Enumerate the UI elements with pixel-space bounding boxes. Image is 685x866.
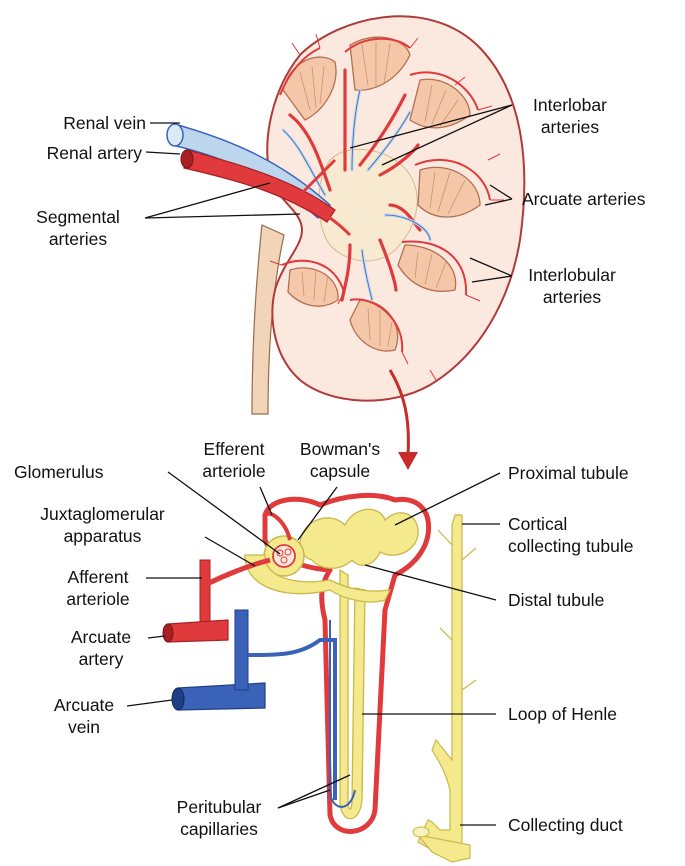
arcuate-artery-end <box>162 623 174 643</box>
glomerulus-loops <box>276 548 292 564</box>
proximal-tubule-shape <box>299 508 419 569</box>
label-bowmans-capsule: Bowman's capsule <box>288 438 392 482</box>
peritubular-network <box>262 493 432 834</box>
label-arcuate-artery-line2: artery <box>78 649 124 669</box>
label-cortical-collecting-tubule: Cortical collecting tubule <box>508 513 634 557</box>
label-afferent-line1: Afferent <box>67 567 129 587</box>
arcuate-vein-shape <box>177 682 266 711</box>
segmental-arteries <box>298 158 352 237</box>
collecting-duct-branches <box>437 529 477 691</box>
arcuate-artery-shape <box>167 619 229 643</box>
label-arcuate-vein-line1: Arcuate <box>53 695 115 715</box>
ureter <box>251 224 285 415</box>
kidney-cross-section <box>166 15 526 470</box>
renal-pyramids <box>282 36 481 352</box>
label-glomerulus: Glomerulus <box>14 462 104 482</box>
label-juxtaglomerular-line2: apparatus <box>63 526 142 546</box>
label-bowmans-line1: Bowman's <box>299 439 381 459</box>
label-loop-of-henle: Loop of Henle <box>508 704 617 724</box>
label-peritubular-capillaries: Peritubular capillaries <box>160 796 278 840</box>
leader-lines <box>126 104 513 826</box>
vein-branch <box>234 609 249 691</box>
interlobular-arteries <box>269 33 504 381</box>
label-interlobar-line2: arteries <box>540 117 600 137</box>
label-efferent-arteriole: Efferent arteriole <box>182 438 286 482</box>
label-interlobular-arteries: Interlobular arteries <box>510 264 634 308</box>
label-interlobular-line2: arteries <box>542 287 602 307</box>
zoom-arrow <box>388 369 410 456</box>
label-efferent-line1: Efferent <box>203 439 265 459</box>
label-arcuate-artery: Arcuate artery <box>54 626 148 670</box>
afferent-to-glomerulus <box>203 557 271 588</box>
label-arcuate-arteries: Arcuate arteries <box>522 189 646 209</box>
collecting-duct-base <box>416 834 471 863</box>
label-peritubular-line1: Peritubular <box>176 797 262 817</box>
label-renal-artery: Renal artery <box>46 143 142 163</box>
collecting-duct-shape <box>417 514 463 857</box>
arcuate-vein-end <box>171 687 185 711</box>
renal-vein-end <box>166 123 184 147</box>
label-efferent-line2: arteriole <box>202 461 266 481</box>
nephron <box>162 493 477 863</box>
label-arcuate-vein-line2: vein <box>67 717 101 737</box>
label-peritubular-line2: capillaries <box>180 819 258 839</box>
label-cortical-line2: collecting tubule <box>508 536 634 556</box>
label-afferent-line2: arteriole <box>66 589 130 609</box>
pyramid-striations <box>299 42 466 347</box>
label-distal-tubule: Distal tubule <box>508 590 605 610</box>
zoom-arrow-head <box>398 452 418 470</box>
label-arcuate-vein: Arcuate vein <box>40 694 128 738</box>
label-segmental-line1: Segmental <box>36 207 120 227</box>
distal-tubule-shape <box>244 554 392 603</box>
label-renal-vein: Renal vein <box>63 113 146 133</box>
label-segmental-arteries: Segmental arteries <box>18 206 138 250</box>
label-interlobar-arteries: Interlobar arteries <box>510 94 630 138</box>
label-cortical-line1: Cortical <box>508 514 568 534</box>
label-segmental-line2: arteries <box>48 229 108 249</box>
label-collecting-duct: Collecting duct <box>508 815 623 835</box>
arcuate-arteries <box>279 37 491 353</box>
label-afferent-arteriole: Afferent arteriole <box>50 566 146 610</box>
label-interlobular-line1: Interlobular <box>528 265 616 285</box>
efferent-arteriole-shape <box>263 511 292 541</box>
interlobar-vein-edges <box>282 89 431 301</box>
renal-sinus <box>318 148 418 262</box>
label-juxtaglomerular-line1: Juxtaglomerular <box>40 504 165 524</box>
label-interlobar-line1: Interlobar <box>533 95 607 115</box>
interlobar-arteries <box>288 68 422 302</box>
glomerulus-shape <box>272 544 296 568</box>
collecting-duct-cut <box>412 826 430 838</box>
label-bowmans-line2: capsule <box>309 461 371 481</box>
vasa-recta-vein <box>247 638 337 800</box>
renal-artery-end <box>180 149 194 169</box>
label-arcuate-artery-line1: Arcuate <box>70 627 132 647</box>
loop-of-henle-shape <box>339 568 366 820</box>
label-juxtaglomerular-apparatus: Juxtaglomerular apparatus <box>0 503 205 547</box>
label-proximal-tubule: Proximal tubule <box>508 463 629 483</box>
